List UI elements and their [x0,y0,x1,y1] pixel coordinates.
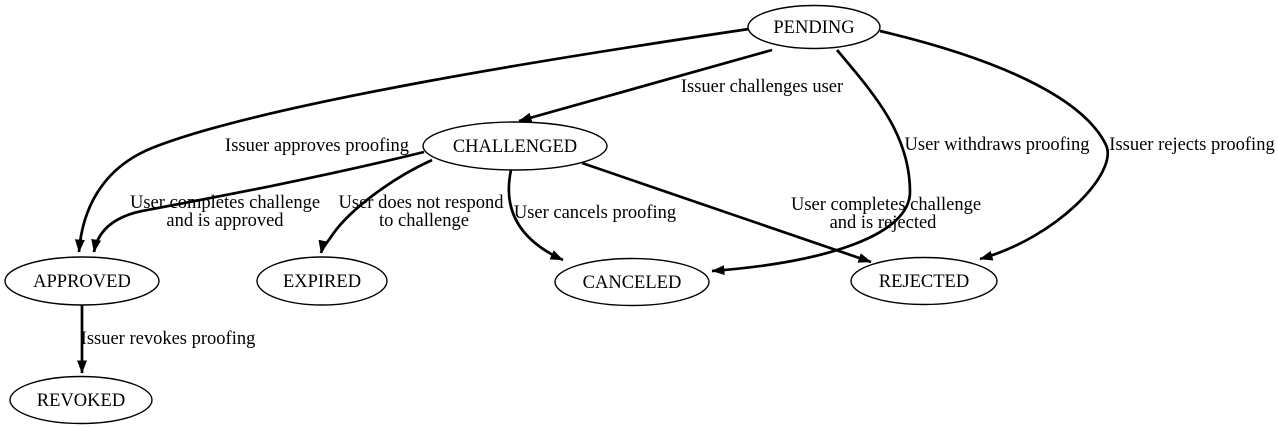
edge-label-issuer-challenges-user: Issuer challenges user [681,77,843,97]
edge-pending-challenged [518,48,773,123]
edge-label-user-completes-rejected-line1: User completes challenge [791,195,981,215]
edge-label-user-completes-rejected-line2: and is rejected [830,213,938,233]
edge-label-user-withdraws-proofing: User withdraws proofing [905,135,1090,155]
node-rejected: REJECTED [850,256,998,306]
edge-label-user-does-not-respond-line1: User does not respond [339,193,505,213]
edge-challenged-expired [318,158,433,254]
node-revoked-ellipse [9,375,153,425]
node-challenged: CHALLENGED [422,121,608,171]
edge-challenged-rejected [581,161,872,264]
node-pending: PENDING [747,4,881,50]
edge-label-issuer-approves-proofing: Issuer approves proofing [225,136,409,156]
edge-pending-rejected [879,29,1109,261]
edge-label-user-completes-approved-line1: User completes challenge [130,193,320,213]
edge-challenged-canceled [507,169,564,262]
edge-challenged-approved [91,150,425,253]
node-revoked: REVOKED [9,375,153,425]
node-canceled-ellipse [554,257,710,307]
edge-label-issuer-rejects-proofing: Issuer rejects proofing [1109,135,1274,155]
edge-label-user-does-not-respond-line2: to challenge [379,211,469,231]
node-challenged-ellipse [422,121,608,171]
node-pending-ellipse [747,4,881,50]
edge-label-layer: Issuer challenges user Issuer approves p… [81,77,1275,349]
edge-label-user-completes-approved-line2: and is approved [166,211,284,231]
node-approved-ellipse [4,256,160,306]
node-canceled-label: CANCELED [583,273,682,293]
node-revoked-label: REVOKED [37,391,125,411]
edge-label-issuer-revokes-proofing: Issuer revokes proofing [81,329,256,349]
node-challenged-label: CHALLENGED [453,137,577,157]
edge-layer [74,27,1109,374]
node-expired: EXPIRED [256,256,388,306]
node-layer: PENDING CHALLENGED APPROVED EXPIRED CANC… [4,4,998,425]
node-rejected-label: REJECTED [879,272,969,292]
node-expired-ellipse [256,256,388,306]
node-rejected-ellipse [850,256,998,306]
node-expired-label: EXPIRED [283,272,361,292]
edge-pending-approved [74,27,750,253]
node-approved: APPROVED [4,256,160,306]
node-approved-label: APPROVED [33,272,131,292]
edge-label-user-cancels-proofing: User cancels proofing [514,203,676,223]
edge-pending-canceled [711,49,912,276]
node-pending-label: PENDING [773,18,854,38]
node-canceled: CANCELED [554,257,710,307]
